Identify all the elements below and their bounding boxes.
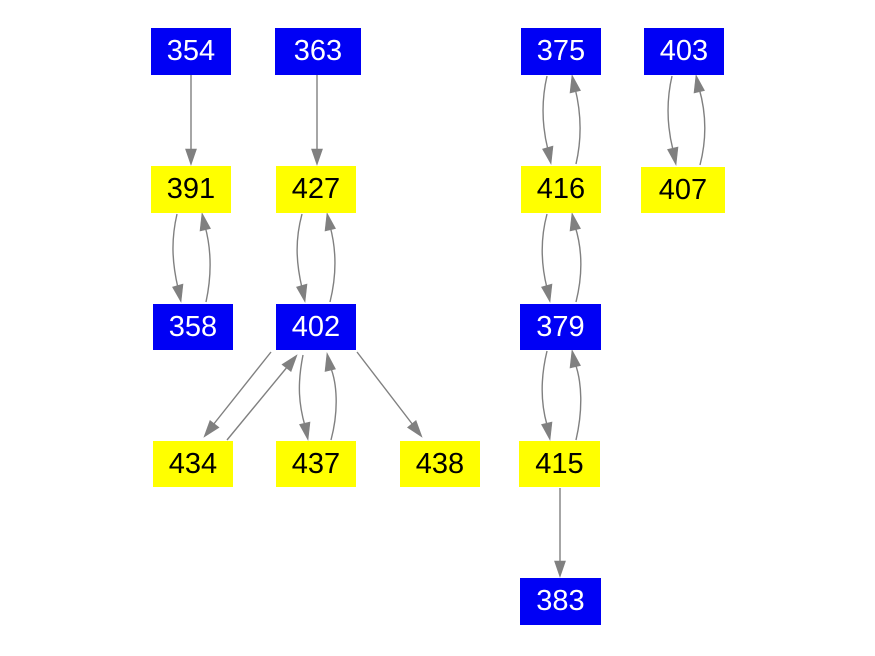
node-415[interactable]: 415	[519, 441, 600, 487]
edge-391-358	[172, 212, 211, 303]
edge-416-379	[541, 212, 582, 303]
node-416[interactable]: 416	[521, 166, 601, 213]
edge-402-438	[356, 351, 423, 438]
node-358[interactable]: 358	[153, 304, 233, 350]
edge-379-415	[541, 349, 582, 441]
edge-354-391	[185, 75, 197, 166]
node-383[interactable]: 383	[520, 578, 601, 625]
node-375[interactable]: 375	[521, 28, 601, 75]
node-379[interactable]: 379	[520, 304, 601, 350]
edge-363-427	[311, 75, 323, 166]
node-407[interactable]: 407	[641, 167, 725, 213]
node-427[interactable]: 427	[276, 166, 356, 213]
node-437[interactable]: 437	[276, 441, 356, 487]
edge-375-416	[542, 74, 581, 165]
edge-415-383	[554, 488, 566, 578]
edge-427-402	[296, 212, 336, 303]
edge-402-434	[203, 351, 298, 441]
node-438[interactable]: 438	[400, 441, 480, 487]
edge-403-407	[667, 74, 706, 166]
node-403[interactable]: 403	[644, 28, 724, 75]
node-391[interactable]: 391	[151, 166, 231, 213]
edge-402-437	[298, 351, 337, 441]
node-354[interactable]: 354	[151, 28, 231, 75]
node-434[interactable]: 434	[153, 441, 233, 487]
node-363[interactable]: 363	[275, 28, 361, 75]
node-402[interactable]: 402	[276, 304, 356, 350]
